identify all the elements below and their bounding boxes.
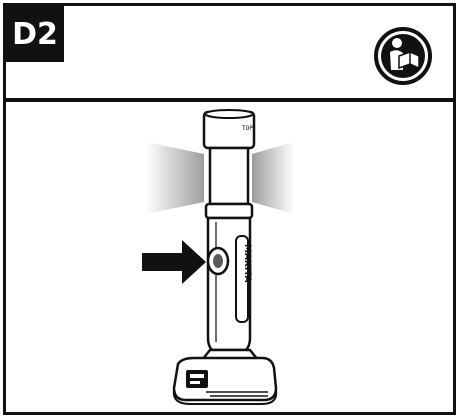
figure-header: D2 (6, 6, 453, 102)
brand-strip (235, 235, 249, 323)
battery-base (172, 356, 278, 402)
top-marking: TOP (242, 125, 253, 132)
battery-logo (186, 370, 208, 388)
light-collar (204, 202, 254, 220)
light-glow-right (252, 142, 294, 214)
press-arrow (142, 240, 206, 284)
figure-frame: D2 TOP (3, 3, 456, 415)
read-manual-icon (374, 27, 432, 85)
worklight-illustration: TOP MAKITA (142, 109, 294, 405)
light-lens (208, 146, 250, 206)
light-glow-left (146, 142, 204, 214)
brand-text: MAKITA (242, 244, 252, 283)
figure-label: D2 (6, 6, 64, 62)
